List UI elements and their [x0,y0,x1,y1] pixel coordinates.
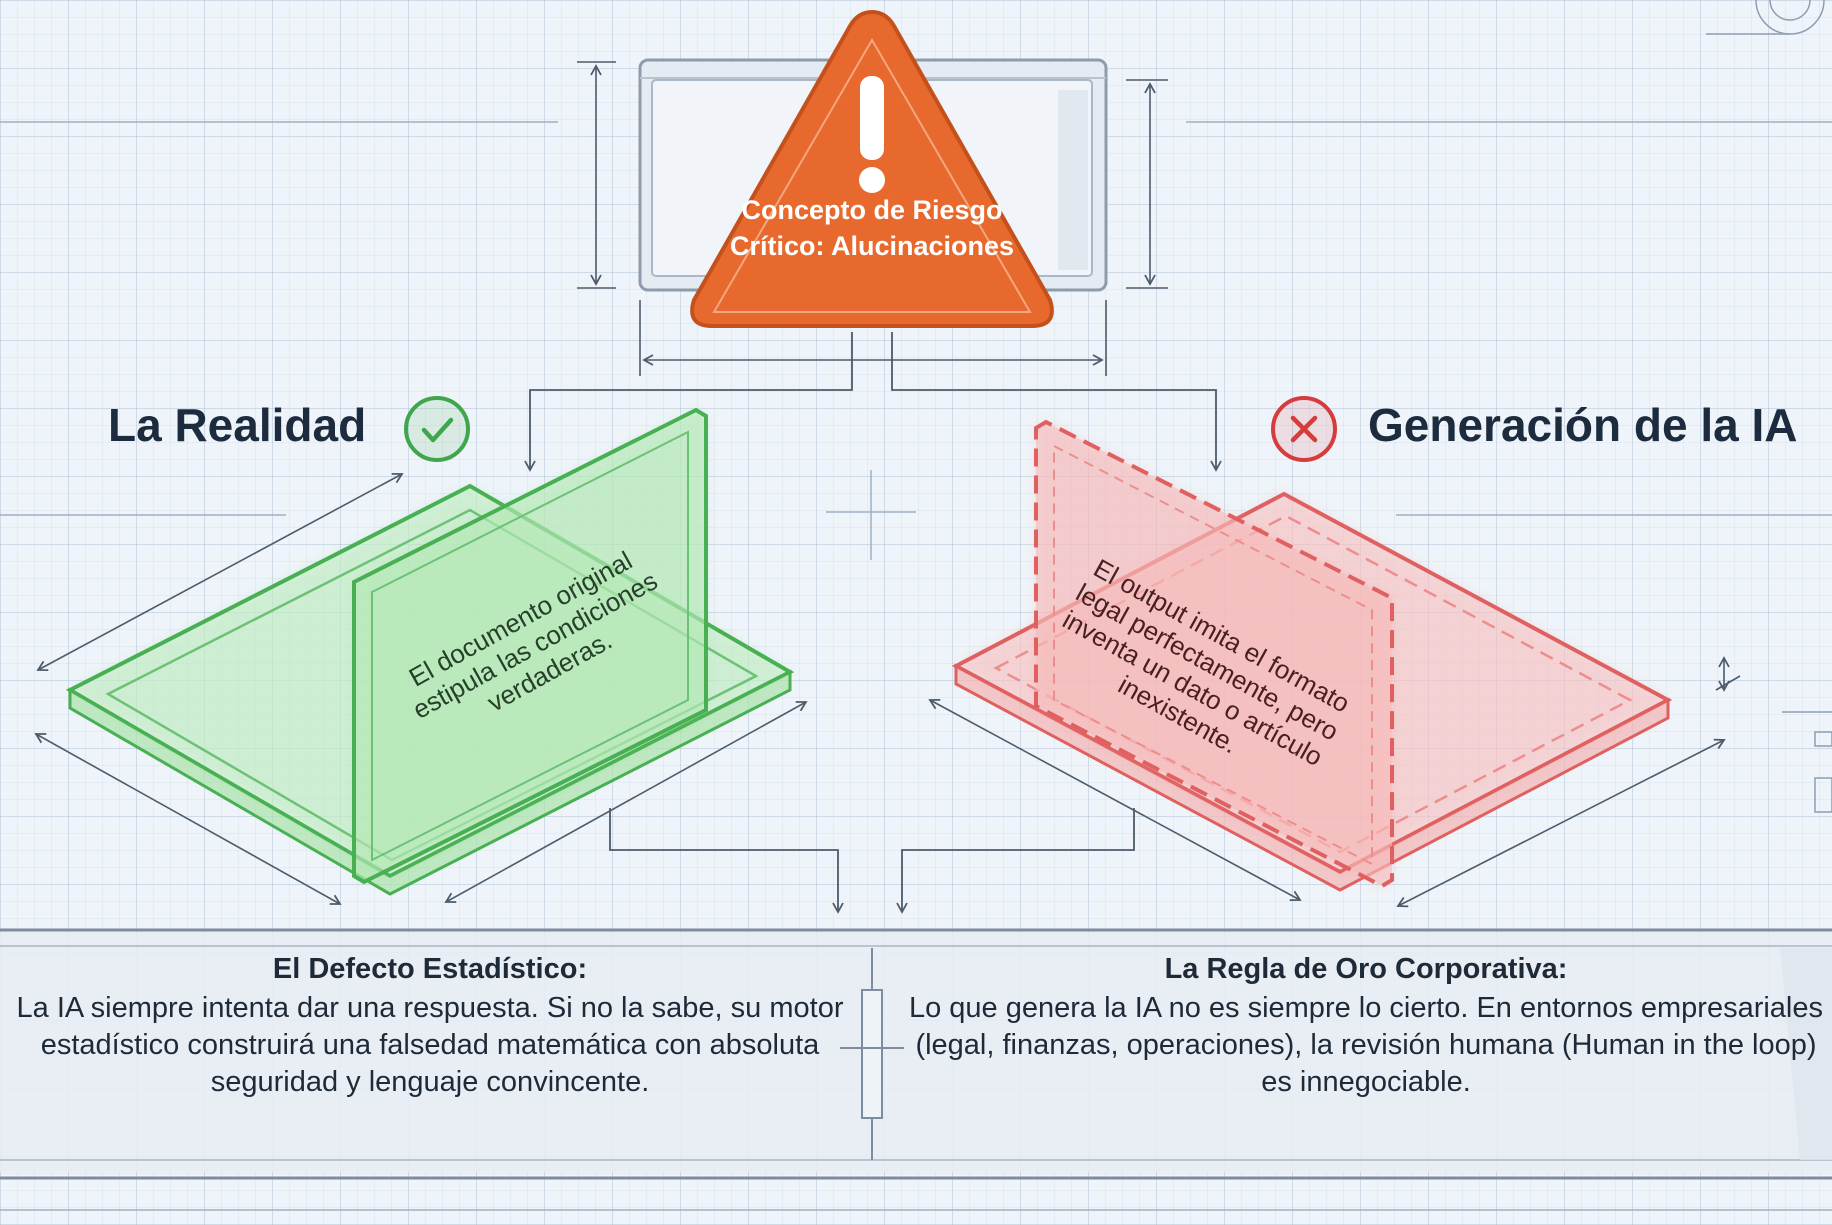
top-dimension-lines [577,61,1168,376]
statistical-defect-box: El Defecto Estadístico: La IA siempre in… [0,950,860,1140]
exclamation-icon [859,76,885,193]
corner-decoration [1706,0,1825,35]
x-circle-icon [1271,396,1337,462]
green-dimension-lines [34,472,808,905]
statistical-defect-heading: El Defecto Estadístico: [272,953,588,985]
golden-rule-heading: La Regla de Oro Corporativa: [1164,953,1568,985]
heading-generacion-de-la-ia: Generación de la IA [1368,399,1798,451]
red-dimension-lines [928,656,1741,908]
warning-title: Concepto de Riesgo Crítico: Alucinacione… [729,195,1015,261]
statistical-defect-body: La IA siempre intenta dar una respuesta.… [16,992,844,1098]
bottom-panel-frame [0,928,1832,1211]
heading-la-realidad: La Realidad [108,399,367,451]
golden-rule-box: La Regla de Oro Corporativa: Lo que gene… [900,950,1832,1140]
check-circle-icon [404,396,470,462]
edge-markers [1782,711,1832,813]
warning-triangle [690,9,1054,328]
golden-rule-body: Lo que genera la IA no es siempre lo cie… [908,992,1824,1098]
